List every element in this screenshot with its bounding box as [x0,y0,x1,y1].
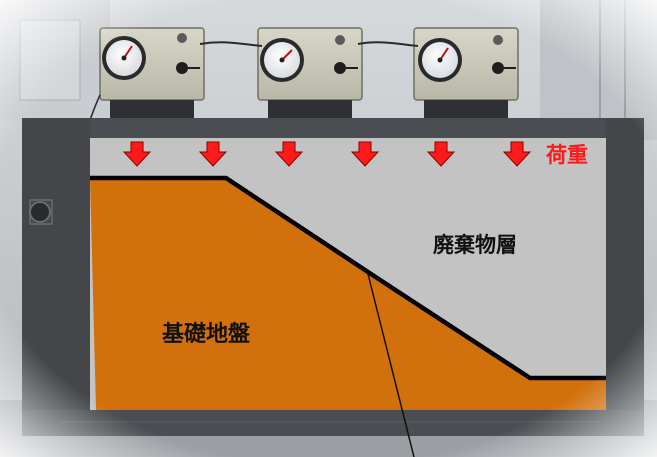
hydraulic-jack-2 [257,27,363,122]
waste-layer-label: 廃棄物層 [433,233,517,257]
foundation-ground-label: 基礎地盤 [162,322,251,347]
hydraulic-jack-3 [413,27,519,122]
hydraulic-jack-1 [99,27,205,122]
load-label: 荷重 [546,143,588,167]
